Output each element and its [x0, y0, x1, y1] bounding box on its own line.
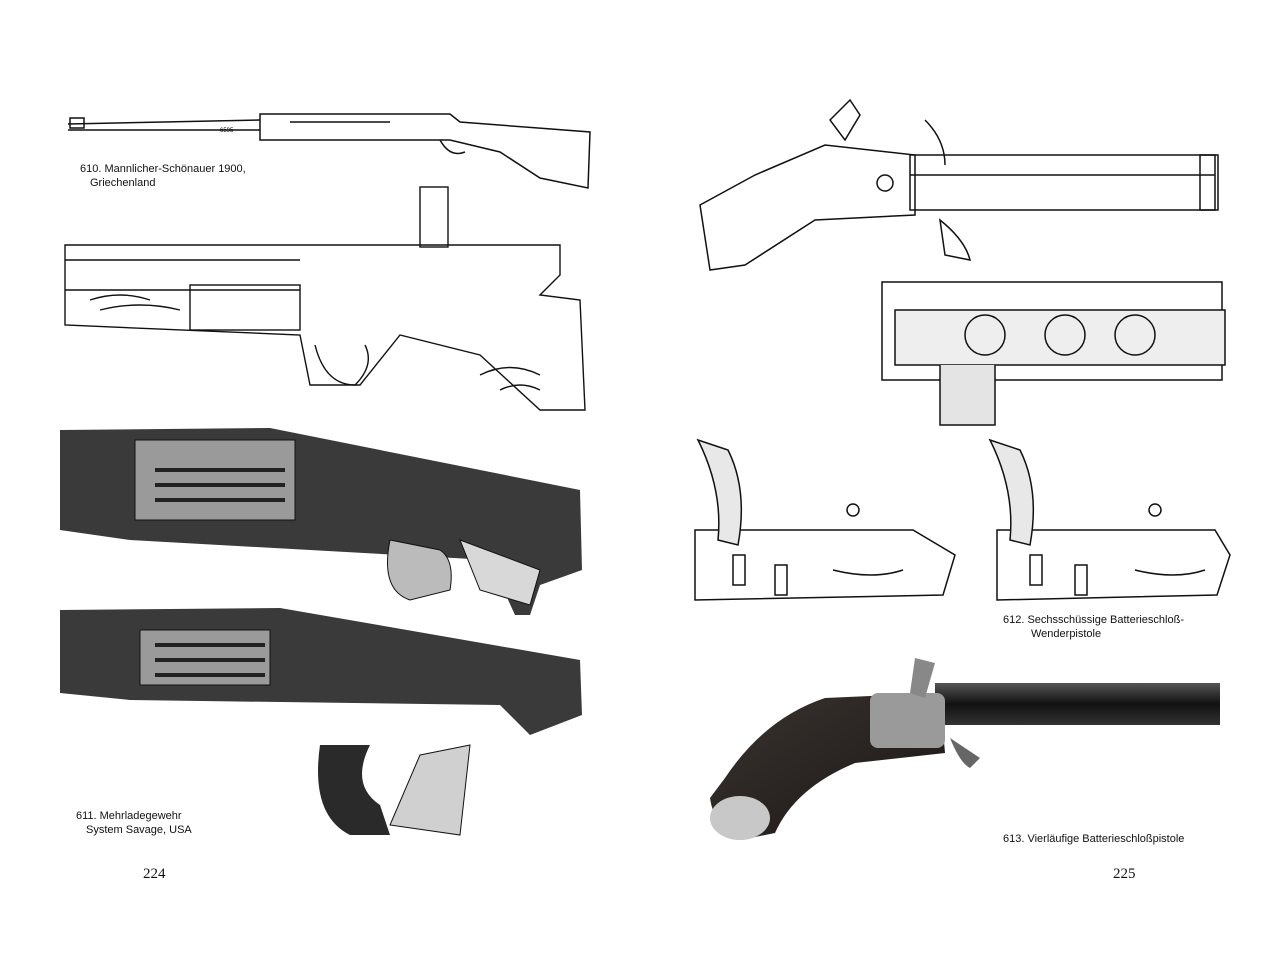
caption-610: 610. Mannlicher-Schönauer 1900, Griechen…	[80, 162, 246, 190]
caption-613-line1: 613. Vierläufige Batterieschloßpistole	[1003, 833, 1185, 845]
page-number-right: 225	[1113, 866, 1136, 882]
serial-stamp: 6595	[220, 128, 234, 134]
caption-611-line2: System Savage, USA	[86, 824, 192, 836]
figure-611-closed	[60, 428, 582, 615]
caption-613: 613. Vierläufige Batterieschloßpistole	[1003, 832, 1184, 846]
figure-613-pistol-photo	[710, 658, 1220, 840]
caption-612-line1: 612. Sechsschüssige Batterieschloß-	[1003, 614, 1184, 626]
caption-611: 611. Mehrladegewehr System Savage, USA	[76, 809, 192, 837]
caption-611-line1: 611. Mehrladegewehr	[76, 810, 182, 822]
figure-612-pistol	[699, 98, 1219, 271]
caption-610-line2: Griechenland	[90, 177, 156, 189]
figure-612-lock-right	[988, 438, 1231, 601]
page-number-left: 224	[143, 866, 166, 882]
figure-612-cylinder-section	[881, 281, 1226, 426]
figure-610-cutaway	[64, 186, 586, 411]
figure-611-open	[60, 608, 582, 836]
figure-610-rifle: 6595	[67, 113, 591, 189]
caption-612-line2: Wenderpistole	[1031, 628, 1102, 640]
caption-612: 612. Sechsschüssige Batterieschloß- Wend…	[1003, 613, 1184, 641]
caption-610-line1: 610. Mannlicher-Schönauer 1900,	[80, 163, 246, 175]
figure-612-lock-left	[694, 438, 956, 601]
